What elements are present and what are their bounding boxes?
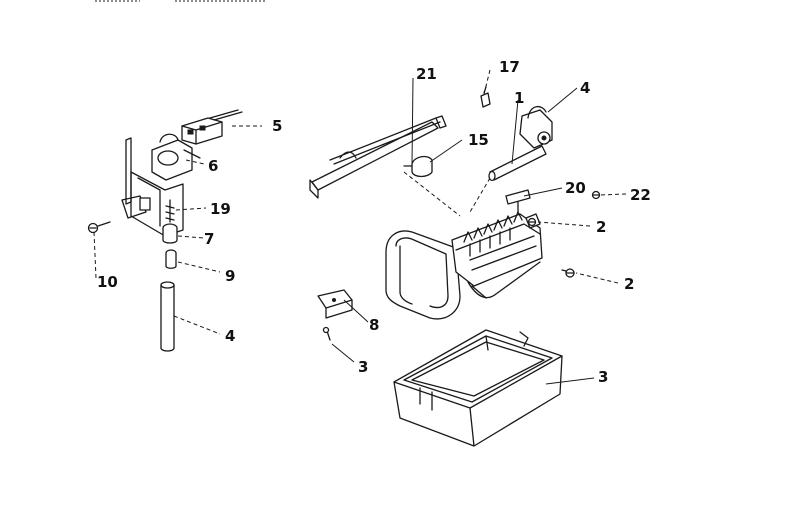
part-8-bracket bbox=[317, 289, 353, 319]
part-6-motor bbox=[151, 133, 201, 181]
callout-labels: 5 6 19 7 9 10 4 21 17 1 4 15 20 22 2 2 8… bbox=[97, 58, 651, 386]
part-20-tab bbox=[505, 189, 531, 213]
label-15: 15 bbox=[468, 131, 489, 149]
label-5: 5 bbox=[272, 117, 282, 135]
label-17: 17 bbox=[499, 58, 520, 76]
label-3-bucket: 3 bbox=[598, 368, 608, 386]
label-4-left: 4 bbox=[225, 327, 235, 345]
part-3-screw bbox=[322, 326, 331, 341]
part-19-pin bbox=[165, 199, 175, 223]
part-3-ice-bucket bbox=[393, 329, 563, 447]
label-7: 7 bbox=[204, 230, 214, 248]
label-2-lower: 2 bbox=[624, 275, 634, 293]
label-1: 1 bbox=[514, 89, 524, 107]
ice-maker-mold bbox=[385, 211, 543, 320]
part-21-harness bbox=[309, 115, 447, 199]
part-1-shaft bbox=[488, 145, 547, 182]
mounting-bracket bbox=[121, 137, 184, 237]
part-2-screw-lower bbox=[561, 268, 575, 278]
label-21: 21 bbox=[416, 65, 437, 83]
part-5-connector bbox=[181, 109, 243, 145]
label-4-right: 4 bbox=[580, 79, 590, 97]
part-9-bushing bbox=[165, 249, 177, 269]
part-15-thermostat bbox=[403, 155, 433, 178]
label-20: 20 bbox=[565, 179, 586, 197]
label-3-screw: 3 bbox=[358, 358, 368, 376]
label-2-upper: 2 bbox=[596, 218, 606, 236]
part-7-coupler bbox=[162, 223, 178, 244]
label-19: 19 bbox=[210, 200, 231, 218]
part-2-screw-upper bbox=[527, 217, 537, 227]
label-22: 22 bbox=[630, 186, 651, 204]
part-10-screw bbox=[87, 221, 111, 234]
leader-lines bbox=[93, 69, 627, 385]
part-4-lever-right bbox=[519, 106, 553, 149]
label-9: 9 bbox=[225, 267, 235, 285]
part-4-shaft-left bbox=[160, 281, 175, 352]
label-6: 6 bbox=[208, 157, 218, 175]
part-17-clip bbox=[480, 86, 491, 108]
label-10: 10 bbox=[97, 273, 118, 291]
part-22-screw bbox=[591, 190, 601, 200]
label-8: 8 bbox=[369, 316, 379, 334]
